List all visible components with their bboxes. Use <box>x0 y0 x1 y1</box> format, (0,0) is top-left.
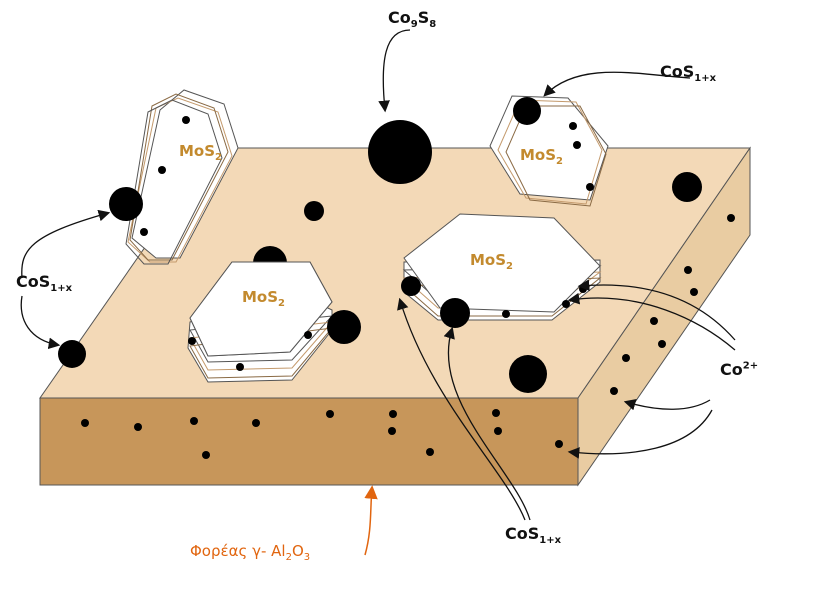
cos-particle <box>401 276 421 296</box>
cos-particle <box>304 201 324 221</box>
mos2-label-left: MoS2 <box>179 142 223 163</box>
curved-arrow-icon <box>21 209 111 279</box>
cos-particle <box>513 97 541 125</box>
cos-label-top-right: CoS1+x <box>660 62 717 85</box>
curved-arrow-icon <box>623 399 711 411</box>
curved-arrow-icon <box>397 297 526 521</box>
cos-label-bottom: CoS1+x <box>505 524 562 547</box>
mos2-label-right: MoS2 <box>470 251 514 272</box>
cos-particle <box>672 172 702 202</box>
support-label: Φορέας γ- Al2O3 <box>190 542 311 563</box>
cos-label-left: CoS1+x <box>16 272 73 295</box>
curved-arrow-icon <box>577 279 736 341</box>
curved-arrow-icon <box>543 71 691 97</box>
cos-particle <box>327 310 361 344</box>
mos2-label-center: MoS2 <box>242 288 286 309</box>
cos-particle <box>509 355 547 393</box>
curved-arrow-icon <box>20 295 61 350</box>
curved-arrow-icon <box>567 409 713 459</box>
cos-particle <box>440 298 470 328</box>
cos-particle <box>109 187 143 221</box>
support-arrow-icon <box>364 485 378 556</box>
large-particles <box>58 97 702 393</box>
cos-particle <box>58 340 86 368</box>
arrows <box>20 29 736 521</box>
curved-arrow-icon <box>443 326 531 521</box>
mos2-label-top-right: MoS2 <box>520 146 564 167</box>
curved-arrow-icon <box>567 292 736 351</box>
co-ion-label: Co2+ <box>720 360 759 379</box>
co-ions <box>81 116 735 459</box>
curved-arrow-icon <box>378 29 411 113</box>
mos2-crystal-left <box>125 89 239 265</box>
co9s8-particle <box>368 120 432 184</box>
support-front-face <box>39 397 579 486</box>
co9s8-label: Co9S8 <box>388 8 437 31</box>
